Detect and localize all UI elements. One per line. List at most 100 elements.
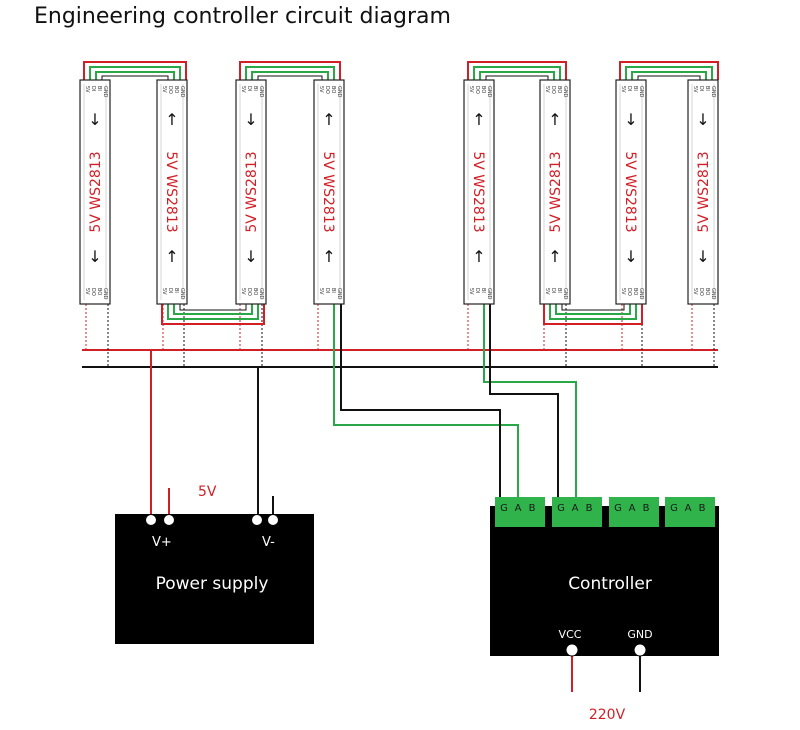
terminal-letter: B: [529, 503, 536, 514]
strip-pin-label: BI: [480, 288, 486, 293]
strip-pin-label: GND: [710, 288, 716, 300]
strip-pin-label: GND: [102, 288, 108, 300]
arrow-up-icon: ↑: [322, 110, 335, 129]
arrow-up-icon: ↑: [472, 110, 485, 129]
strip-pin-label: DI: [698, 86, 704, 91]
strip-pin-label: DI: [167, 288, 173, 293]
bottom-jumpers: [161, 304, 643, 325]
signal-wires: [333, 304, 577, 498]
strip-pin-label: 5V: [240, 288, 246, 295]
arrow-down-icon: ↓: [696, 110, 709, 129]
vminus-label: V-: [262, 535, 275, 550]
strip-label: 5V WS2813: [163, 151, 179, 232]
strip-pin-label: 5V: [692, 288, 698, 295]
strip-pin-label: GND: [638, 288, 644, 300]
strip-pin-label: DI: [626, 86, 632, 91]
strip-pin-label: BI: [632, 86, 638, 91]
top-jumpers-right: [467, 61, 719, 80]
terminal-letter: A: [629, 503, 636, 514]
strip-drop-lines: [85, 304, 715, 367]
arrow-up-icon: ↑: [165, 110, 178, 129]
strip-pin-label: GND: [562, 86, 568, 98]
strip-pin-label: BO: [556, 86, 562, 93]
strip-pin-label: DO: [550, 86, 556, 94]
strip-pin-label: 5V: [544, 86, 550, 93]
arrow-down-icon: ↓: [244, 247, 257, 266]
terminal-letter: B: [699, 503, 706, 514]
gnd-terminal: [633, 643, 647, 657]
strip-pin-label: 5V: [544, 288, 550, 295]
voltage-5v-label: 5V: [198, 484, 217, 500]
strip-pin-label: BI: [330, 288, 336, 293]
terminal-letter: G: [670, 503, 678, 514]
controller-label: Controller: [568, 574, 652, 594]
strip-pin-label: BI: [252, 86, 258, 91]
strip-pin-label: BI: [556, 288, 562, 293]
strip-pin-label: 5V: [318, 288, 324, 295]
strip-pin-label: DO: [324, 86, 330, 94]
strip-pin-label: GND: [336, 288, 342, 300]
strip-label: 5V WS2813: [244, 151, 260, 232]
strip-label: 5V WS2813: [88, 151, 104, 232]
strip-pin-label: DI: [324, 288, 330, 293]
strip-pin-label: 5V: [84, 86, 90, 93]
strip-pin-label: DO: [474, 86, 480, 94]
strip-pin-label: GND: [258, 288, 264, 300]
controller-box: [490, 506, 719, 656]
strip-pin-label: GND: [562, 288, 568, 300]
strip-pin-label: 5V: [620, 288, 626, 295]
strip-pin-label: GND: [179, 288, 185, 300]
vminus-terminal-2: [267, 514, 279, 526]
gnd-label: GND: [627, 628, 652, 641]
strip-pin-label: GND: [486, 86, 492, 98]
strip-pin-label: DO: [698, 288, 704, 296]
strip-pin-label: DO: [626, 288, 632, 296]
terminal-letter: B: [586, 503, 593, 514]
strip-pin-label: DO: [90, 288, 96, 296]
strip-label: 5V WS2813: [320, 151, 336, 232]
mains-220v-label: 220V: [589, 707, 626, 723]
arrow-down-icon: ↓: [244, 110, 257, 129]
strip-pin-label: GND: [638, 86, 644, 98]
strip-label: 5V WS2813: [470, 151, 486, 232]
strip-pin-label: 5V: [620, 86, 626, 93]
strip-pin-label: 5V: [161, 288, 167, 295]
top-jumpers-left: [83, 61, 341, 80]
arrow-down-icon: ↓: [88, 247, 101, 266]
arrow-down-icon: ↓: [624, 110, 637, 129]
strip-pin-label: BI: [173, 288, 179, 293]
arrow-down-icon: ↓: [696, 247, 709, 266]
strip-pin-label: GND: [258, 86, 264, 98]
terminal-letter: A: [515, 503, 522, 514]
strip-pin-label: BO: [173, 86, 179, 93]
terminal-letter: G: [614, 503, 622, 514]
vplus-terminal-1: [145, 514, 157, 526]
arrow-up-icon: ↑: [322, 247, 335, 266]
strip-pin-label: BO: [632, 288, 638, 295]
vplus-label: V+: [152, 535, 172, 550]
arrow-up-icon: ↑: [548, 247, 561, 266]
strip-pin-label: DI: [90, 86, 96, 91]
power-supply-label: Power supply: [156, 574, 269, 594]
strip-pin-label: BI: [704, 86, 710, 91]
strip-label: 5V WS2813: [622, 151, 638, 232]
strip-pin-label: 5V: [468, 288, 474, 295]
strip-pin-label: BO: [704, 288, 710, 295]
terminal-letter: A: [572, 503, 579, 514]
strip-pin-label: 5V: [468, 86, 474, 93]
strip-pin-label: GND: [102, 86, 108, 98]
strip-pin-label: BO: [96, 288, 102, 295]
strip-pin-label: BO: [330, 86, 336, 93]
strip-pin-label: DO: [246, 288, 252, 296]
strip-pin-label: DI: [550, 288, 556, 293]
strip-label: 5V WS2813: [696, 151, 712, 232]
